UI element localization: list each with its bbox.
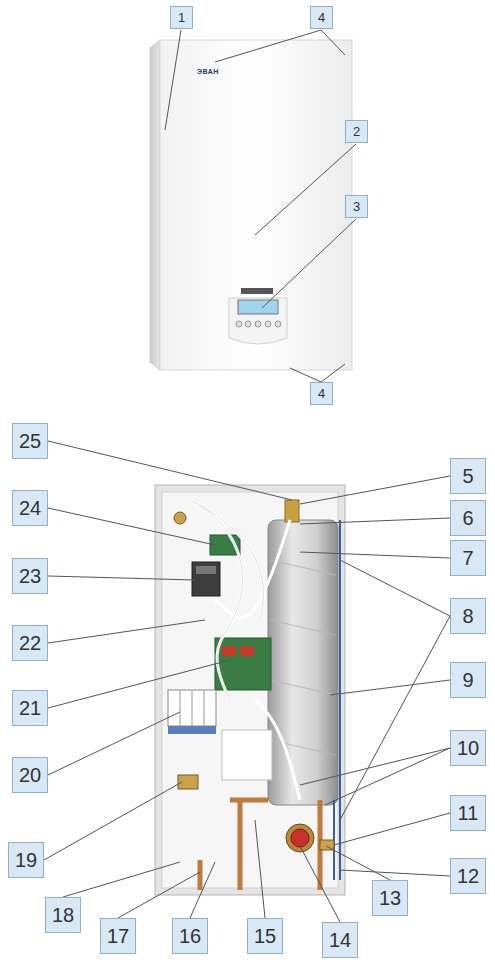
callout-number: 10 xyxy=(450,730,486,766)
callout-number: 21 xyxy=(12,690,48,726)
callout-number: 12 xyxy=(450,858,486,894)
callout-number: 13 xyxy=(372,880,408,916)
leader-lines xyxy=(44,30,450,922)
callout-number: 18 xyxy=(45,897,81,933)
callout-number: 11 xyxy=(450,795,486,831)
callout-number: 5 xyxy=(450,458,486,494)
callout-number: 15 xyxy=(247,918,283,954)
callout-number: 16 xyxy=(172,918,208,954)
callout-number: 14 xyxy=(322,922,358,958)
callout-number: 1 xyxy=(170,6,193,29)
callout-number: 8 xyxy=(450,598,486,634)
callout-number: 3 xyxy=(345,195,368,218)
callout-number: 2 xyxy=(345,120,368,143)
callout-number: 19 xyxy=(8,842,44,878)
callout-number: 23 xyxy=(12,558,48,594)
callout-number: 4 xyxy=(310,6,333,29)
callout-number: 25 xyxy=(12,423,48,459)
brand-logo: ЭВАН xyxy=(197,68,219,75)
boiler-interior xyxy=(155,485,345,895)
callout-number: 22 xyxy=(12,625,48,661)
callout-number: 20 xyxy=(12,757,48,793)
callout-number: 9 xyxy=(450,662,486,698)
callout-number: 4 xyxy=(310,382,333,405)
callout-number: 17 xyxy=(100,918,136,954)
callout-number: 24 xyxy=(12,490,48,526)
callout-number: 7 xyxy=(450,540,486,576)
callout-number: 6 xyxy=(450,500,486,536)
boiler-front xyxy=(150,40,352,370)
